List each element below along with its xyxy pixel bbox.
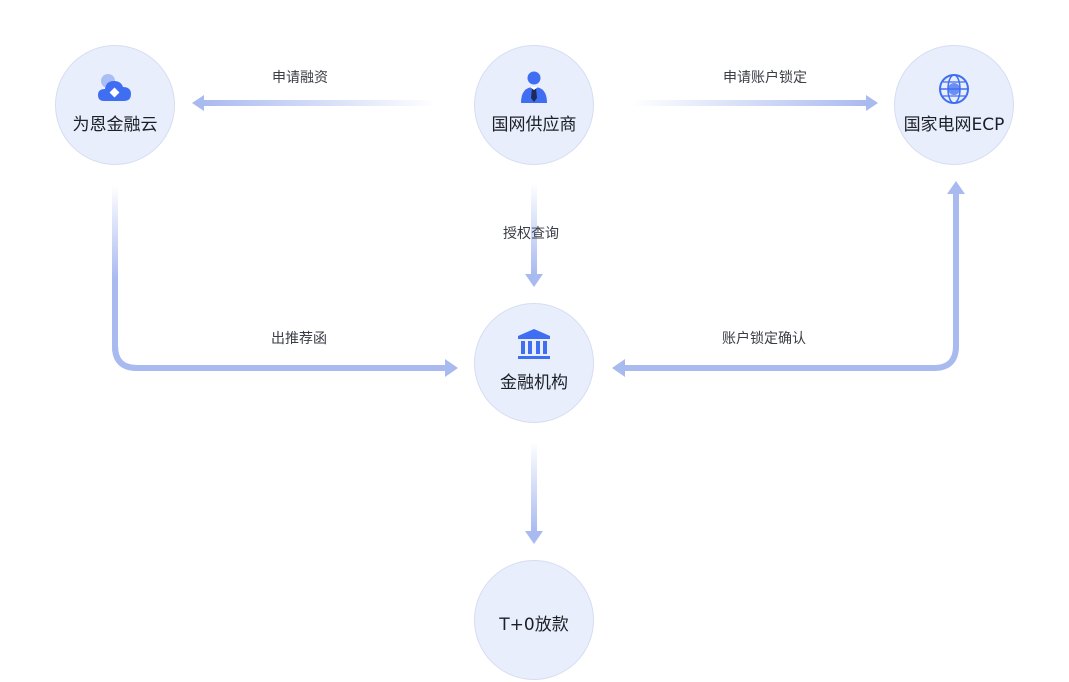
node-label: 国网供应商 (475, 110, 593, 135)
node-label: 为恩金融云 (56, 110, 174, 135)
node-t0-disbursement: T+0放款 (474, 560, 594, 680)
arrow-apply-finance (192, 95, 436, 111)
edge-label-recommend: 出推荐函 (271, 328, 327, 348)
edge-label-apply-finance: 申请融资 (272, 67, 328, 87)
arrow-disburse (525, 442, 543, 544)
edge-label-lock-confirm: 账户锁定确认 (722, 328, 806, 348)
node-label: 国家电网ECP (895, 110, 1013, 135)
cloud-icon (97, 72, 133, 104)
arrow-recommend (115, 185, 458, 377)
node-state-grid-ecp: 国家电网ECP (894, 45, 1014, 165)
edge-label-apply-lock: 申请账户锁定 (723, 67, 807, 87)
bank-icon (517, 328, 551, 360)
node-weien-finance-cloud: 为恩金融云 (55, 45, 175, 165)
arrow-apply-lock (632, 95, 878, 111)
node-financial-institution: 金融机构 (474, 303, 594, 423)
node-state-grid-supplier: 国网供应商 (474, 45, 594, 165)
node-label: T+0放款 (475, 610, 593, 635)
state-grid-logo-icon (937, 72, 971, 106)
person-icon (519, 70, 549, 104)
edge-label-auth-query: 授权查询 (503, 223, 559, 243)
node-label: 金融机构 (475, 368, 593, 393)
